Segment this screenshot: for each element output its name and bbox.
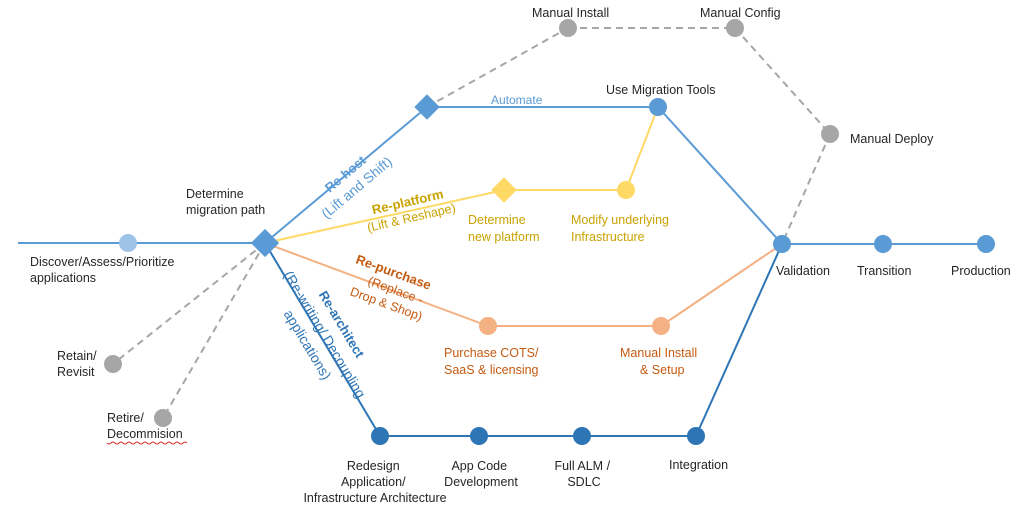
label-manual-deploy: Manual Deploy	[850, 132, 934, 146]
label-modify-infra: Modify underlying Infrastructure	[571, 213, 672, 244]
node-determine-platform	[491, 177, 517, 203]
rehost-lines	[264, 106, 783, 245]
node-retire	[154, 409, 172, 427]
manual-dashed-lines	[112, 27, 831, 419]
label-full-alm: Full ALM / SDLC	[554, 459, 613, 489]
node-retain	[104, 355, 122, 373]
label-transition: Transition	[857, 264, 911, 278]
rearchitect-lines	[264, 242, 783, 437]
node-full-alm	[573, 427, 591, 445]
node-manual-install-setup	[652, 317, 670, 335]
node-validation	[773, 235, 791, 253]
node-production	[977, 235, 995, 253]
replatform-lines	[264, 106, 659, 244]
label-determine-platform: Determine new platform	[468, 213, 540, 244]
label-validation: Validation	[776, 264, 830, 278]
node-app-code	[470, 427, 488, 445]
label-integration: Integration	[669, 458, 728, 472]
label-retain: Retain/ Revisit	[57, 349, 100, 379]
node-manual-config	[726, 19, 744, 37]
label-manual-install-top: Manual Install	[532, 6, 609, 20]
label-production: Production	[951, 264, 1011, 278]
repurchase-lines	[264, 242, 783, 327]
node-manual-install-top	[559, 19, 577, 37]
node-integration	[687, 427, 705, 445]
label-manual-config: Manual Config	[700, 6, 781, 20]
node-redesign	[371, 427, 389, 445]
path-label-repurchase: Re-purchase (Replace - Drop & Shop)	[348, 252, 433, 324]
node-purchase-cots	[479, 317, 497, 335]
node-modify-infra	[617, 181, 635, 199]
label-retire: Retire/ Decommision	[107, 411, 183, 441]
label-determine-path: Determine migration path	[186, 187, 265, 217]
node-transition	[874, 235, 892, 253]
label-purchase-cots: Purchase COTS/ SaaS & licensing	[444, 346, 542, 377]
label-redesign: Redesign Application/ Infrastructure Arc…	[303, 459, 446, 505]
label-manual-install-setup: Manual Install & Setup	[620, 346, 701, 377]
node-discover	[119, 234, 137, 252]
node-automate-diamond	[414, 94, 440, 120]
node-use-migration-tools	[649, 98, 667, 116]
label-discover: Discover/Assess/Prioritize applications	[30, 255, 178, 285]
node-manual-deploy	[821, 125, 839, 143]
path-label-replatform: Re-platform (Lift & Reshape)	[366, 186, 457, 235]
label-use-migration-tools: Use Migration Tools	[606, 83, 716, 97]
label-automate: Automate	[491, 93, 543, 107]
spellcheck-underline	[106, 441, 188, 445]
label-app-code: App Code Development	[444, 459, 518, 489]
node-determine-path	[250, 228, 280, 258]
